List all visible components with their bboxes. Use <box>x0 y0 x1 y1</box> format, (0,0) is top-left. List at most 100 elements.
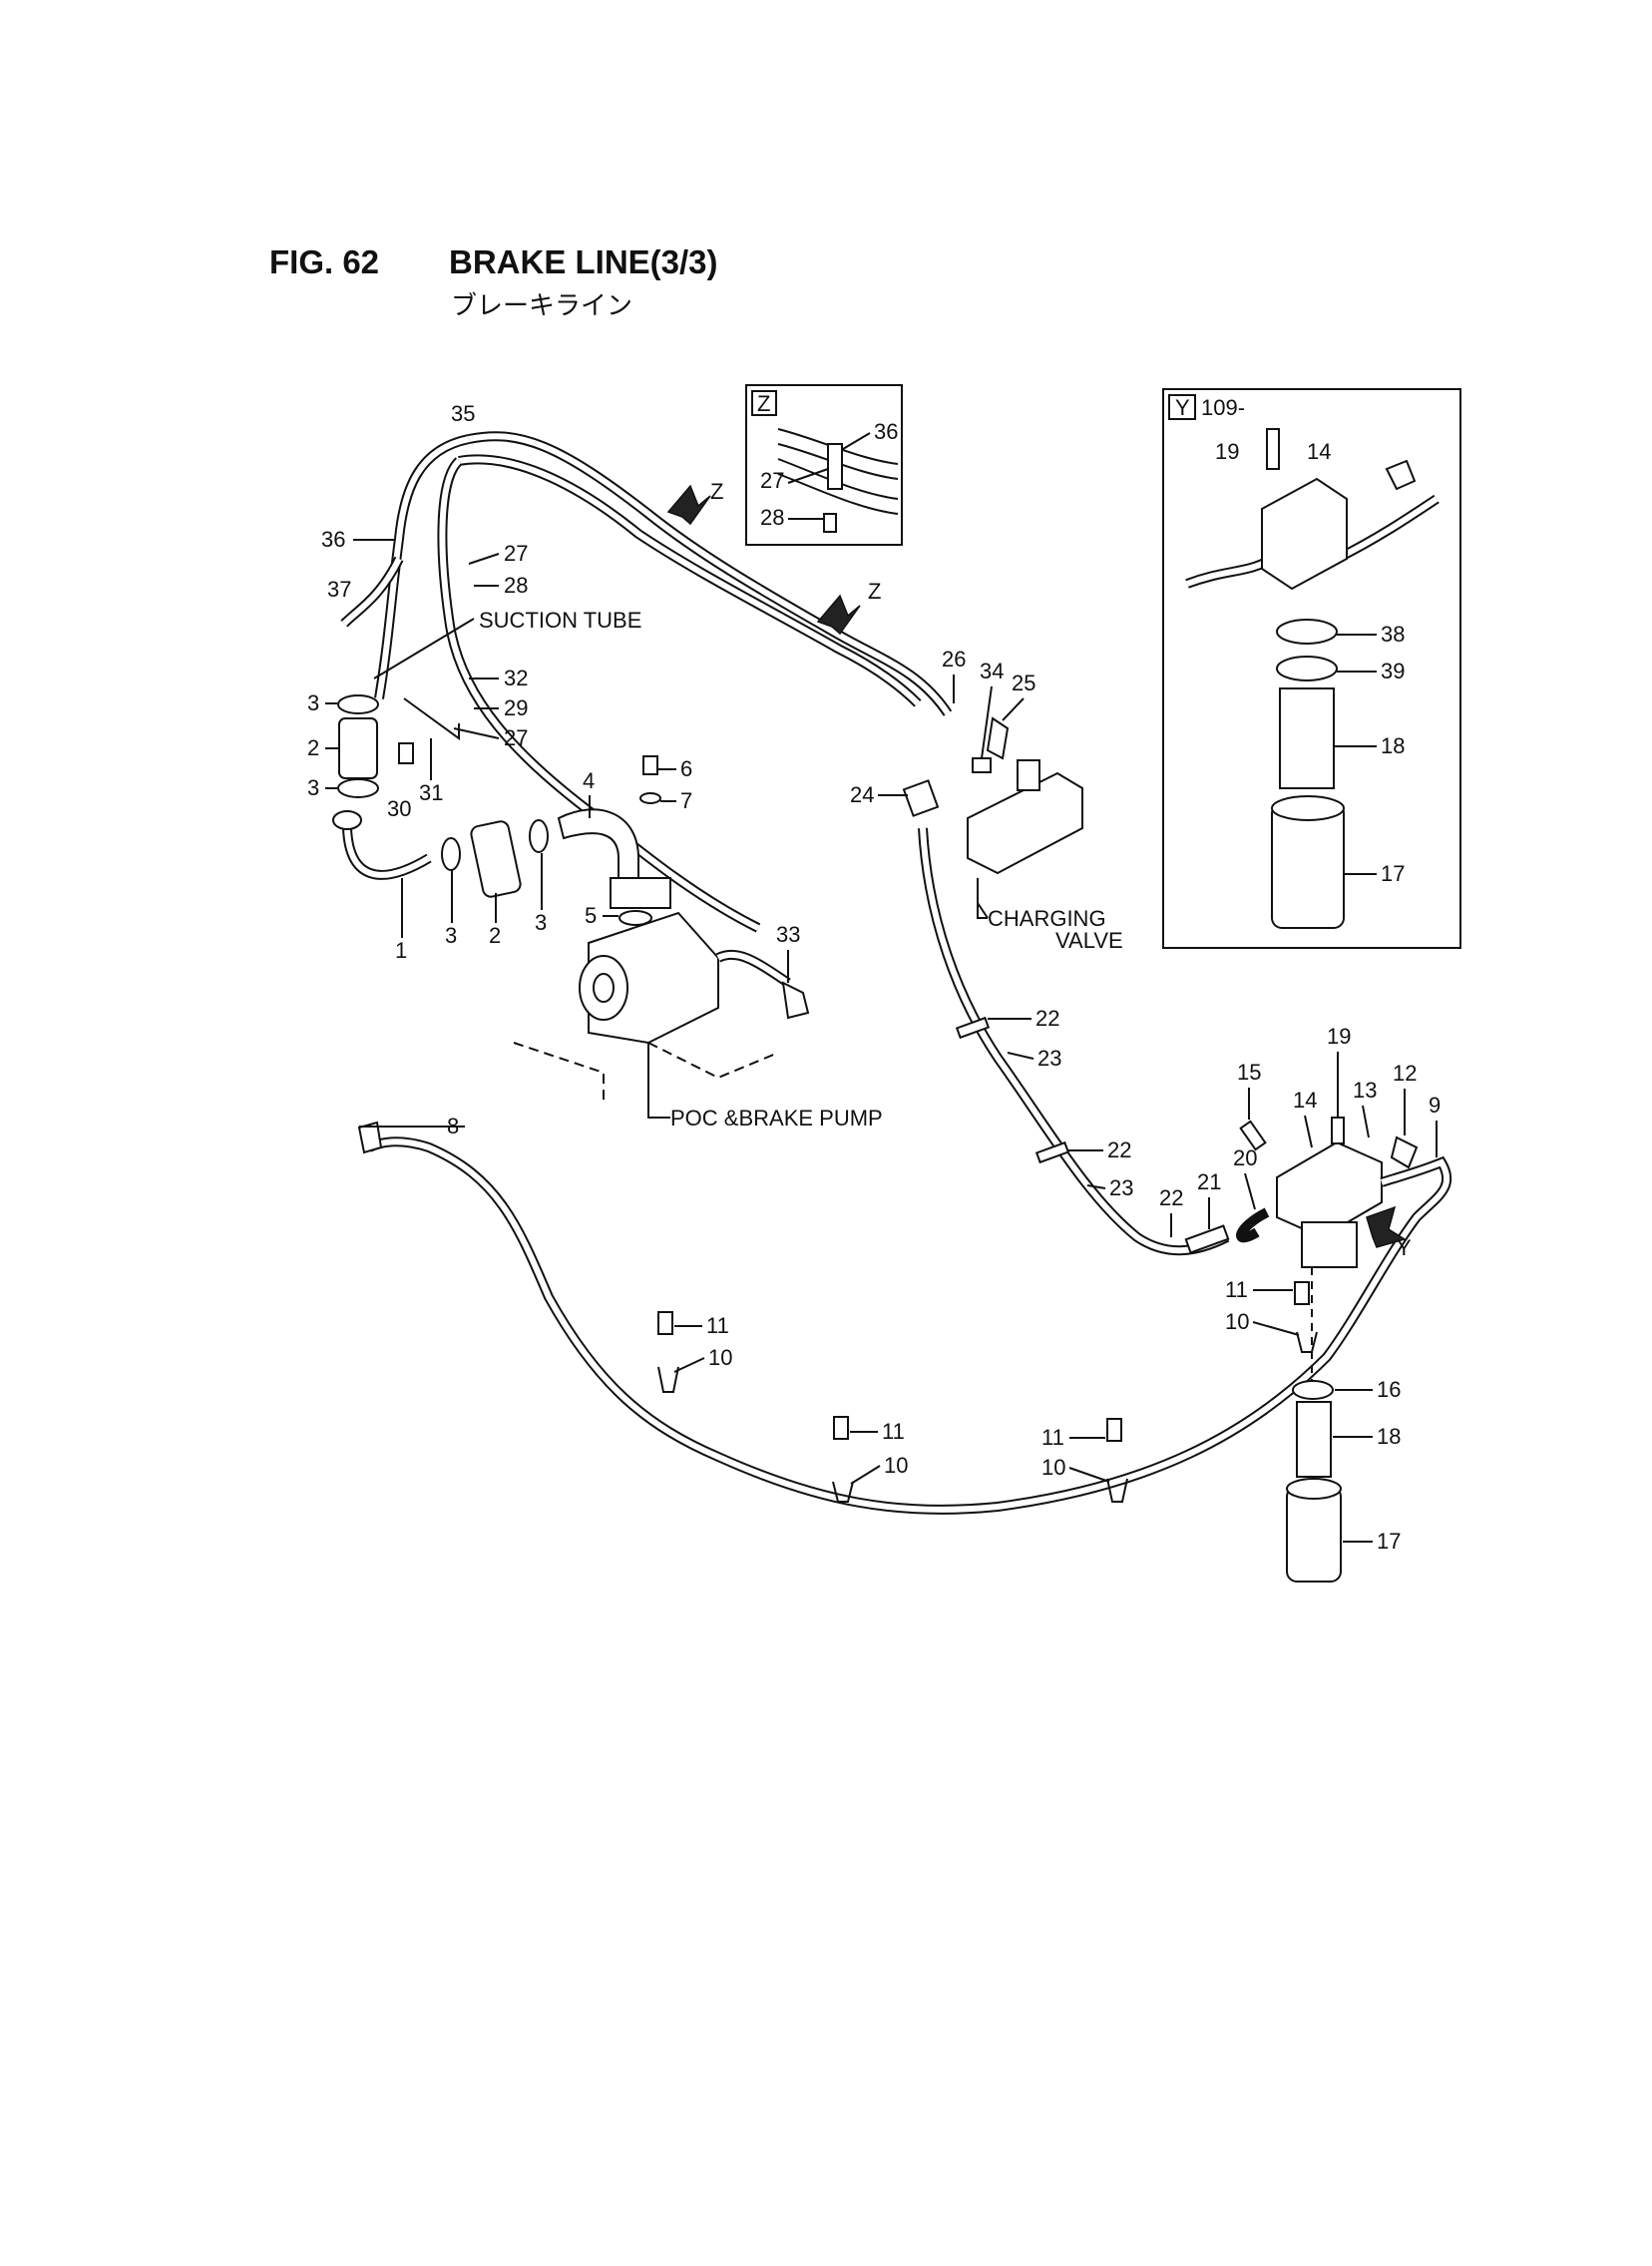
callout-37: 37 <box>327 577 351 602</box>
callout-z27: 27 <box>760 468 784 493</box>
callout-20: 20 <box>1233 1145 1257 1170</box>
elbow-25-icon <box>986 716 1010 760</box>
label-charging-valve-2: VALVE <box>1055 928 1123 953</box>
callout-21: 21 <box>1197 1169 1221 1194</box>
pressure-line <box>918 827 1230 1256</box>
callout-34: 34 <box>980 659 1004 683</box>
bolt-11d-icon <box>1294 1281 1310 1305</box>
arrow-z-2-label: Z <box>868 579 881 604</box>
bowl-17-icon <box>1286 1486 1342 1583</box>
callout-3c: 3 <box>445 923 457 948</box>
valve-cap-icon <box>1017 759 1040 791</box>
fitting-34-icon <box>972 757 992 773</box>
bracket-icon <box>403 697 460 740</box>
flange-icon <box>610 877 671 909</box>
detail-z-title: Z <box>757 391 770 416</box>
callout-24: 24 <box>850 782 874 807</box>
y-element-18-icon <box>1279 687 1335 789</box>
clamp-3-top-icon <box>337 694 379 714</box>
callout-y17: 17 <box>1381 861 1405 886</box>
callout-28a: 28 <box>504 573 528 598</box>
bolt-11b-icon <box>833 1416 849 1440</box>
callout-29: 29 <box>504 695 528 720</box>
callout-17: 17 <box>1377 1529 1401 1554</box>
clamp-3c-icon <box>441 837 461 871</box>
y-ring-39-icon <box>1276 656 1338 681</box>
bolt-11a-icon <box>657 1311 673 1335</box>
figure-subtitle-jp: ブレーキライン <box>451 291 633 321</box>
callout-31: 31 <box>419 780 443 805</box>
clamp-22b-icon <box>1034 1140 1070 1164</box>
callout-9: 9 <box>1429 1093 1441 1118</box>
figure-number: FIG. 62 <box>269 243 380 280</box>
callout-27b: 27 <box>504 725 528 750</box>
detail-y: Y 109- 19 14 38 39 18 17 <box>1162 388 1461 949</box>
label-suction-tube: SUCTION TUBE <box>479 608 641 633</box>
callout-y18: 18 <box>1381 733 1405 758</box>
callout-11a: 11 <box>706 1313 729 1338</box>
detail-y-serial: 109- <box>1201 395 1245 420</box>
clamp-10b-icon <box>832 1481 854 1503</box>
detail-z: Z 36 27 28 <box>745 384 903 546</box>
callout-23a: 23 <box>1037 1046 1061 1071</box>
suction-hose-2-icon <box>338 717 378 779</box>
figure-title: BRAKE LINE(3/3) <box>449 243 718 280</box>
clamp-10d-icon <box>1296 1331 1318 1353</box>
callout-2a: 2 <box>307 735 319 760</box>
callout-10a: 10 <box>708 1345 732 1370</box>
y-elbow-icon <box>1385 459 1417 491</box>
callout-10c: 10 <box>1041 1455 1065 1480</box>
fitting-21-icon <box>1184 1224 1230 1254</box>
y-filter-head-icon <box>1261 477 1348 591</box>
callout-25: 25 <box>1012 671 1035 695</box>
callout-12: 12 <box>1393 1061 1417 1086</box>
callout-32: 32 <box>504 666 528 690</box>
callout-26: 26 <box>942 647 966 672</box>
callout-6: 6 <box>680 756 692 781</box>
callout-18: 18 <box>1377 1424 1401 1449</box>
oring-5-icon <box>619 910 652 926</box>
callout-2b: 2 <box>489 923 501 948</box>
clamp-3d-icon <box>529 819 549 853</box>
arrow-y-label: Y <box>1397 1235 1412 1260</box>
detail-y-title: Y <box>1175 395 1190 420</box>
hose-clamps <box>657 1281 1318 1503</box>
line-filter: Y <box>357 1117 1452 1515</box>
callout-z28: 28 <box>760 505 784 530</box>
bolt-z-icon <box>823 513 837 533</box>
suction-tube-1-icon <box>332 810 362 830</box>
callout-19: 19 <box>1327 1024 1351 1049</box>
callout-z36: 36 <box>874 419 898 444</box>
callout-5: 5 <box>585 903 597 928</box>
clamp-3-bottom-icon <box>337 778 379 798</box>
callout-y19: 19 <box>1215 439 1239 464</box>
callout-7: 7 <box>680 788 692 813</box>
callout-3b: 3 <box>307 775 319 800</box>
callout-22a: 22 <box>1035 1006 1059 1031</box>
label-pump: POC &BRAKE PUMP <box>670 1106 883 1131</box>
callout-22c: 22 <box>1159 1185 1183 1210</box>
arrow-z-1-label: Z <box>710 479 723 504</box>
suction-tube-4-icon <box>557 808 639 889</box>
label-charging-valve-1: CHARGING <box>988 906 1106 931</box>
y-bolt-19-icon <box>1266 428 1280 470</box>
callout-11b: 11 <box>882 1419 905 1444</box>
callout-33: 33 <box>776 922 800 947</box>
fitting-24-icon <box>902 779 940 817</box>
suction-assembly <box>332 694 671 926</box>
filter-bowl-icon <box>1301 1221 1358 1268</box>
y-bowl-17-icon <box>1271 802 1345 929</box>
callout-10d: 10 <box>1225 1309 1249 1334</box>
elbow-12-icon <box>1390 1135 1419 1169</box>
callout-30: 30 <box>387 796 411 821</box>
callout-15: 15 <box>1237 1060 1261 1085</box>
callout-27a: 27 <box>504 541 528 566</box>
callout-3a: 3 <box>307 690 319 715</box>
arrow-z-2-icon <box>816 594 861 636</box>
plug-15-icon <box>1239 1120 1267 1151</box>
return-hoses <box>340 431 953 933</box>
y-oring-38-icon <box>1276 619 1338 645</box>
elbow-8-icon <box>357 1121 383 1154</box>
callout-1: 1 <box>395 938 407 963</box>
